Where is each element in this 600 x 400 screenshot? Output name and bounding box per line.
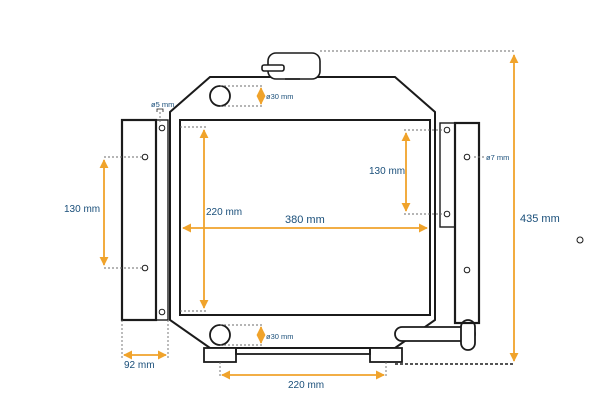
right-bracket-hole: [463, 153, 471, 161]
right-frame-hole: [443, 210, 451, 218]
label-right-hole-dia: ø7 mm: [486, 153, 509, 162]
right-side-bracket: [439, 121, 481, 325]
top-port: [209, 85, 231, 107]
label-92: 92 mm: [124, 360, 155, 371]
bottom-port: [209, 324, 231, 346]
dimension-labels: 380 mm 435 mm 220 mm 130 mm 130 mm 220 m…: [64, 92, 560, 391]
label-220-core: 220 mm: [206, 207, 242, 218]
dimension-lines: [99, 54, 519, 380]
label-top-port-dia: ø30 mm: [266, 92, 294, 101]
small-hole-leader: [156, 108, 164, 112]
left-frame-hole: [158, 308, 166, 316]
radiator-core: [179, 119, 431, 316]
label-130-right: 130 mm: [369, 166, 405, 177]
right-bracket-hole: [463, 266, 471, 274]
label-130-left: 130 mm: [64, 204, 100, 215]
left-frame-hole: [158, 124, 166, 132]
label-left-hole-dia: ø5 mm: [151, 100, 174, 109]
label-bottom-port-dia: ø30 mm: [266, 332, 294, 341]
bottom-mount-feet: [203, 347, 403, 363]
orphan-circle: [576, 236, 584, 244]
left-side-bracket: [120, 118, 169, 322]
outlet-pipe: [394, 319, 476, 351]
left-bracket-hole: [141, 153, 149, 161]
label-380: 380 mm: [285, 214, 325, 226]
right-frame-hole: [443, 126, 451, 134]
label-220-bottom: 220 mm: [288, 380, 324, 391]
left-bracket-hole: [141, 264, 149, 272]
filler-cap: [261, 52, 321, 80]
extension-lines: [104, 50, 514, 378]
label-435: 435 mm: [520, 213, 560, 225]
